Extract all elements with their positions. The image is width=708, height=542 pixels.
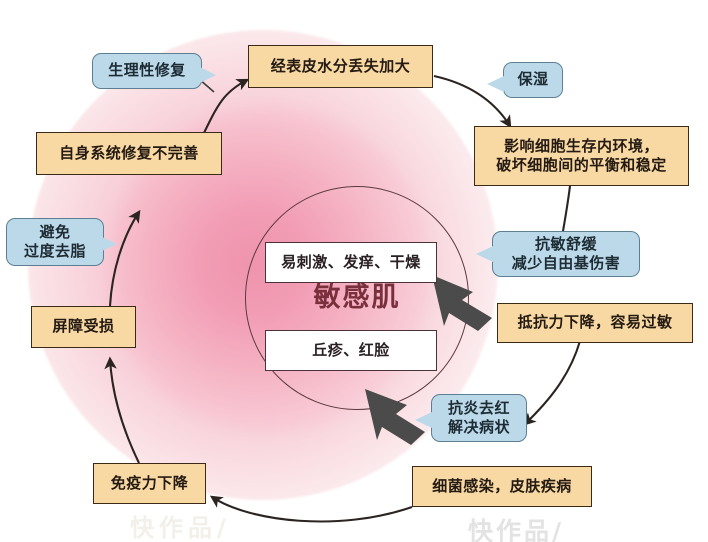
solution-label-anti-inflam-line2: 解决病状 xyxy=(447,418,510,436)
cause-box-immunity[interactable]: 免疫力下降 xyxy=(93,463,206,504)
cause-box-resistance[interactable]: 抵抗力下降，容易过敏 xyxy=(497,303,693,343)
tail-anti-inflam xyxy=(415,412,432,428)
solution-box-avoid-degrease[interactable]: 避免 过度去脂 xyxy=(6,218,104,266)
cause-box-infection[interactable]: 细菌感染，皮肤疾病 xyxy=(412,466,592,507)
center-symptom-bottom-label: 丘疹、红脸 xyxy=(312,340,390,359)
solution-box-physio-repair[interactable]: 生理性修复 xyxy=(92,53,202,89)
cause-label-cell-env-line2: 破坏细胞间的平衡和稳定 xyxy=(496,156,667,174)
arrow-immunity-to-barrier xyxy=(104,356,140,464)
solution-label-moisturize: 保湿 xyxy=(517,70,549,89)
tail-anti-allergy xyxy=(476,246,493,262)
solution-label-anti-allergy-line1: 抗敏舒缓 xyxy=(534,234,597,253)
solution-label-avoid-degrease-line1: 避免 xyxy=(39,222,71,241)
solution-box-moisturize[interactable]: 保湿 xyxy=(503,62,563,98)
solution-label-anti-allergy-line2: 减少自由基伤害 xyxy=(511,254,621,272)
cause-box-self-repair[interactable]: 自身系统修复不完善 xyxy=(36,132,222,175)
solution-label-avoid-degrease-line2: 过度去脂 xyxy=(23,242,86,260)
arrow-barrier-to-selfrepair xyxy=(108,209,141,307)
cause-label-tewl: 经表皮水分丢失加大 xyxy=(270,56,411,75)
arrow-tewl-to-cellenv xyxy=(433,74,512,129)
cause-label-cell-env-line1: 影响细胞生存内环境， xyxy=(503,136,659,155)
center-symptom-top: 易刺激、发痒、干燥 xyxy=(265,242,437,283)
cause-label-infection: 细菌感染，皮肤疾病 xyxy=(432,476,572,495)
tail-moisturize xyxy=(487,76,504,92)
cause-label-barrier: 屏障受损 xyxy=(52,317,115,336)
center-symptom-bottom: 丘疹、红脸 xyxy=(265,330,437,371)
pointer-anti-inflam xyxy=(365,389,425,445)
cause-label-immunity: 免疫力下降 xyxy=(110,473,189,492)
cause-label-self-repair: 自身系统修复不完善 xyxy=(59,143,199,162)
watermark: 快作品/ xyxy=(468,517,565,542)
solution-label-physio-repair: 生理性修复 xyxy=(108,61,186,80)
cause-box-cell-env[interactable]: 影响细胞生存内环境， 破坏细胞间的平衡和稳定 xyxy=(474,126,689,186)
solution-box-anti-allergy[interactable]: 抗敏舒缓 减少自由基伤害 xyxy=(492,231,640,277)
arrow-infection-to-immunity xyxy=(209,495,413,523)
solution-box-anti-inflam[interactable]: 抗炎去红 解决病状 xyxy=(431,394,527,442)
center-title: 敏感肌 xyxy=(313,282,401,313)
cause-box-tewl[interactable]: 经表皮水分丢失加大 xyxy=(248,45,433,88)
cause-box-barrier[interactable]: 屏障受损 xyxy=(31,306,136,348)
center-symptom-top-label: 易刺激、发痒、干燥 xyxy=(281,252,421,271)
solution-label-anti-inflam-line1: 抗炎去红 xyxy=(447,398,510,417)
inner-circle-outline xyxy=(245,186,469,410)
tail-physio-repair xyxy=(198,66,216,84)
arrow-selfrepair-to-tewl xyxy=(202,78,250,136)
arrow-resistance-to-infection xyxy=(523,340,582,426)
watermark-secondary: 快作品/ xyxy=(130,514,231,542)
cause-label-resistance: 抵抗力下降，容易过敏 xyxy=(517,313,673,332)
pointer-anti-allergy xyxy=(432,275,492,331)
tail-avoid-degrease xyxy=(100,236,117,252)
